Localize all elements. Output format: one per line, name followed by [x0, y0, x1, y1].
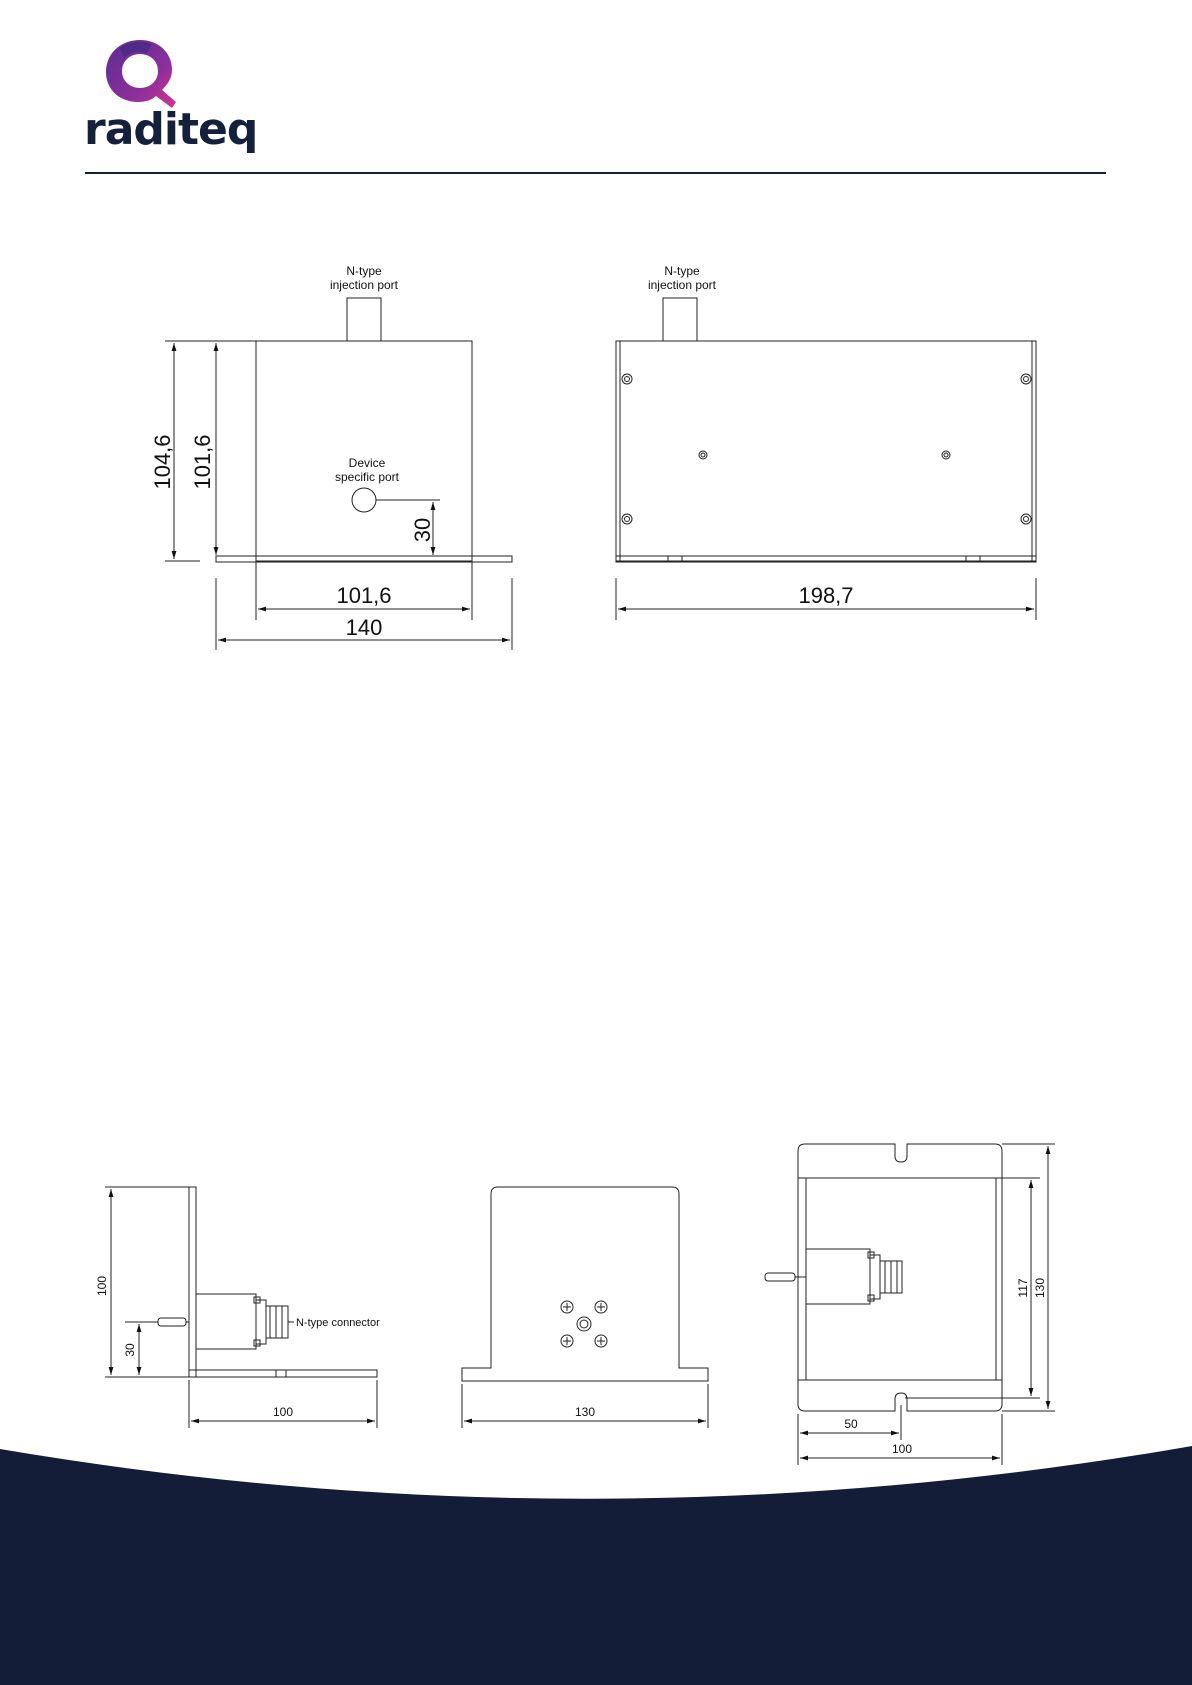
footer-band [0, 0, 1192, 1685]
